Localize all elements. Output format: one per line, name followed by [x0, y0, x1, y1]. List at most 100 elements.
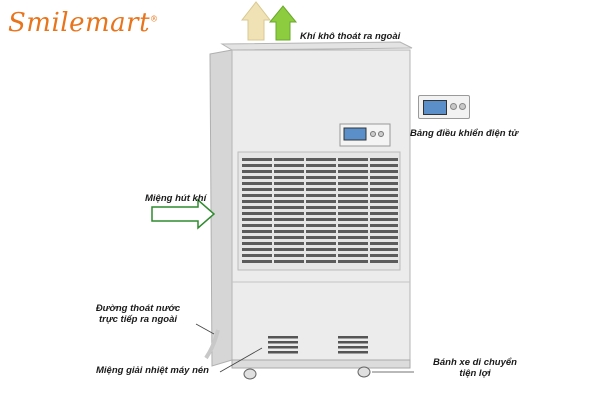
- label-compressor-vent: Miệng giải nhiệt máy nén: [96, 365, 209, 376]
- intake-arrow: [151, 198, 216, 230]
- grille-slat: [370, 248, 398, 251]
- grille-slat: [274, 170, 304, 173]
- control-panel-closeup: [418, 95, 470, 119]
- grille-slat: [338, 218, 368, 221]
- brand-logo: Smilemart®: [8, 8, 159, 38]
- grille-slat: [242, 200, 272, 203]
- grille-slat: [370, 242, 398, 245]
- grille-slat: [370, 164, 398, 167]
- grille-slat: [242, 158, 272, 161]
- grille-slat: [274, 248, 304, 251]
- grille-slat: [306, 182, 336, 185]
- vent-slat: [338, 351, 368, 354]
- display-screen: [423, 100, 447, 115]
- grille-slat: [338, 182, 368, 185]
- grille-slat: [274, 182, 304, 185]
- label-drain-line2: trực tiếp ra ngoài: [98, 314, 178, 325]
- panel-button: [450, 103, 457, 110]
- label-control-panel: Bảng điều khiển điện tử: [410, 128, 519, 139]
- grille-slat: [242, 164, 272, 167]
- vent-slat: [268, 351, 298, 354]
- grille-slat: [306, 206, 336, 209]
- grille-slat: [274, 188, 304, 191]
- grille-slat: [370, 200, 398, 203]
- grille-slat: [338, 242, 368, 245]
- grille-slat: [242, 254, 272, 257]
- grille-slat: [370, 260, 398, 263]
- grille-slat: [274, 230, 304, 233]
- grille-slat: [306, 242, 336, 245]
- grille-slat: [274, 260, 304, 263]
- unit-base: [231, 359, 411, 369]
- panel-button: [459, 103, 466, 110]
- grille-slat: [338, 236, 368, 239]
- grille-slat: [370, 254, 398, 257]
- vent-slat: [268, 336, 298, 339]
- grille-slat: [242, 230, 272, 233]
- grille-slat: [242, 212, 272, 215]
- grille-slat: [306, 254, 336, 257]
- grille-slat: [242, 224, 272, 227]
- grille-slat: [274, 218, 304, 221]
- grille-slat: [274, 242, 304, 245]
- vent-slat: [338, 336, 368, 339]
- grille-slat: [242, 236, 272, 239]
- grille-slat: [338, 248, 368, 251]
- grille-slat: [370, 230, 398, 233]
- compressor-vent-right: [338, 336, 368, 354]
- grille-slat: [338, 158, 368, 161]
- grille-slat: [274, 206, 304, 209]
- leader-compressor: [219, 347, 263, 373]
- wheel-icon: [243, 368, 257, 380]
- grille-slat: [306, 194, 336, 197]
- grille-slat: [306, 170, 336, 173]
- unit-button: [370, 131, 376, 137]
- label-wheels-line1: Bánh xe di chuyển: [433, 357, 517, 368]
- grille-slat: [242, 188, 272, 191]
- grille-slat: [242, 176, 272, 179]
- grille-slat: [338, 200, 368, 203]
- grille-slat: [274, 200, 304, 203]
- grille-slat: [338, 176, 368, 179]
- grille-slat: [306, 200, 336, 203]
- grille-slat: [274, 212, 304, 215]
- grille-slat: [274, 176, 304, 179]
- grille-slat: [306, 158, 336, 161]
- grille-slat: [274, 254, 304, 257]
- label-air-out: Khí khô thoát ra ngoài: [300, 31, 401, 42]
- dry-air-arrow-right: [268, 5, 298, 41]
- label-drain-line1: Đường thoát nước: [95, 303, 181, 314]
- grille-slat: [274, 194, 304, 197]
- grille-slat: [242, 194, 272, 197]
- grille-slat: [242, 170, 272, 173]
- grille-slat: [370, 158, 398, 161]
- unit-button: [378, 131, 384, 137]
- vent-slat: [338, 346, 368, 349]
- label-drain: Đường thoát nước trực tiếp ra ngoài: [76, 303, 200, 325]
- dry-air-arrow-left: [240, 1, 272, 41]
- logo-registered-mark: ®: [150, 14, 159, 24]
- grille-slat: [338, 206, 368, 209]
- grille-slat: [338, 194, 368, 197]
- grille-slat: [306, 230, 336, 233]
- grille-slat: [306, 260, 336, 263]
- intake-grille: [237, 151, 401, 271]
- grille-slat: [370, 176, 398, 179]
- grille-slat: [306, 224, 336, 227]
- vent-slat: [268, 341, 298, 344]
- grille-slat: [306, 188, 336, 191]
- grille-slat: [370, 170, 398, 173]
- vent-slat: [268, 346, 298, 349]
- grille-slat: [338, 212, 368, 215]
- leader-drain: [195, 323, 215, 335]
- unit-top-face: [220, 41, 413, 51]
- grille-slat: [306, 176, 336, 179]
- grille-slat: [370, 188, 398, 191]
- label-intake: Miệng hút khí: [145, 193, 207, 204]
- intake-grille-slats: [242, 158, 398, 263]
- grille-slat: [274, 164, 304, 167]
- label-wheels: Bánh xe di chuyển tiện lợi: [410, 357, 540, 379]
- compressor-vent-left: [268, 336, 298, 354]
- drain-pipe: [204, 329, 220, 360]
- grille-slat: [274, 224, 304, 227]
